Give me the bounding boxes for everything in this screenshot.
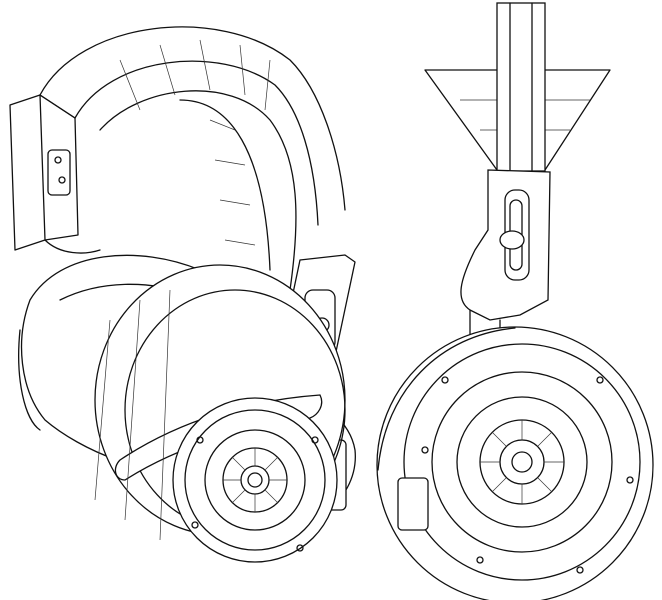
headband-section xyxy=(496,2,546,172)
side-slider-arm xyxy=(460,169,551,349)
left-slider-arm xyxy=(9,94,101,254)
headband xyxy=(39,26,346,291)
headphone-perspective-view xyxy=(9,26,356,563)
side-connector xyxy=(397,477,429,531)
headphone-side-view xyxy=(376,2,654,600)
left-ear-cup xyxy=(94,264,346,563)
side-ear-cup xyxy=(376,326,654,600)
